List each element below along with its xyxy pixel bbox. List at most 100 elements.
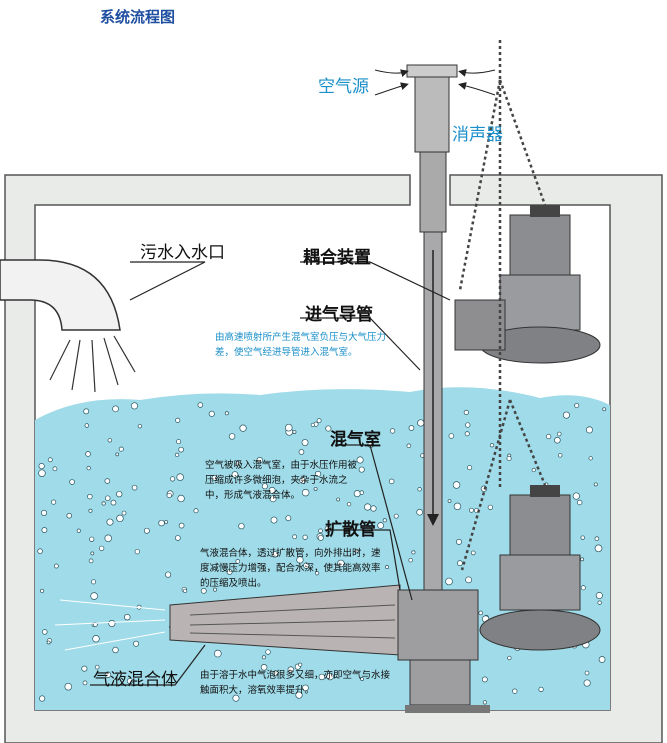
bubble <box>88 558 94 564</box>
bubble <box>481 676 488 683</box>
bubble <box>556 431 562 437</box>
bubble <box>336 497 341 502</box>
bubble <box>354 548 359 554</box>
bubble <box>66 512 73 519</box>
bubble <box>175 417 181 423</box>
bubble <box>411 550 416 555</box>
bubble <box>456 560 463 567</box>
bubble <box>176 473 184 481</box>
bubble <box>557 453 563 458</box>
bubble <box>489 443 495 448</box>
bubble <box>91 579 97 585</box>
bubble <box>388 478 395 485</box>
bubble <box>298 449 305 455</box>
bubble <box>134 548 141 555</box>
bubble <box>482 700 487 705</box>
bubble <box>208 410 215 417</box>
bubble <box>470 550 476 556</box>
bubble <box>295 691 303 699</box>
bubble <box>302 684 309 692</box>
bubble <box>545 433 552 440</box>
bubble <box>465 576 472 584</box>
bubble <box>576 499 583 506</box>
bubble <box>594 536 600 542</box>
bubble <box>105 495 111 501</box>
label-air-source: 空气源 <box>318 77 369 97</box>
bubble <box>452 481 461 489</box>
bubble <box>296 556 304 564</box>
label-intake-pipe: 进气导管 <box>305 305 373 325</box>
label-silencer: 消声器 <box>452 125 503 145</box>
bubble <box>76 528 81 533</box>
bubble <box>270 516 278 524</box>
bubble <box>224 411 229 416</box>
bubble <box>226 568 233 575</box>
bubble <box>360 677 365 681</box>
note-diffuser: 气液混合体，透过扩散管，向外排出时，速度减慢压力增强，配合水深，使其能高效率的压… <box>200 548 381 589</box>
bubble <box>417 487 422 492</box>
bubble <box>213 587 218 592</box>
bubble <box>408 557 413 563</box>
bubble <box>358 466 365 473</box>
bubble <box>174 452 180 458</box>
silencer-cap <box>406 64 458 78</box>
bubble <box>464 431 470 437</box>
pump-upper <box>454 205 601 364</box>
bubble <box>456 538 462 545</box>
bubble <box>40 588 45 593</box>
bubble <box>317 534 324 541</box>
bubble <box>116 514 124 523</box>
bubble <box>588 456 593 461</box>
bubble <box>261 655 266 660</box>
bubble <box>232 694 240 702</box>
tank-wall <box>4 174 663 743</box>
label-diffuser: 扩散管 <box>325 520 376 540</box>
bubble <box>313 486 318 491</box>
note-mixing: 空气被吸入混气室，由于水压作用被压缩成许多微细泡，夹杂于水流之中，形成气液混合体… <box>205 460 358 501</box>
bubble <box>131 484 138 491</box>
bubble <box>303 562 310 569</box>
bubble <box>118 446 124 452</box>
bubble <box>269 495 277 503</box>
bubble <box>562 411 570 419</box>
bubble <box>38 469 46 477</box>
bubble <box>83 408 90 415</box>
bubble <box>41 527 48 533</box>
bubble <box>580 535 585 540</box>
bubble <box>126 677 134 685</box>
bubble <box>106 518 114 526</box>
bubble <box>166 492 172 499</box>
bubble <box>69 479 75 485</box>
bubble <box>38 463 45 470</box>
bubble <box>417 419 425 427</box>
bubble <box>572 492 580 500</box>
bubble <box>416 508 424 516</box>
bubble <box>406 443 412 449</box>
bubble <box>585 426 593 434</box>
bubble <box>116 490 123 498</box>
bubble <box>235 461 241 467</box>
bubble <box>554 436 561 444</box>
bubble <box>81 665 88 672</box>
bubble <box>178 446 184 453</box>
inlet-spray <box>49 335 136 393</box>
bubble <box>89 536 95 542</box>
bubble <box>164 520 169 524</box>
bubble <box>364 503 372 511</box>
bubble <box>302 534 308 540</box>
mixing-chamber <box>397 589 479 661</box>
bubble <box>292 430 297 435</box>
bubble <box>326 672 334 681</box>
bubble <box>94 664 100 670</box>
bubble <box>531 467 536 473</box>
bubble <box>178 522 185 529</box>
bubble <box>104 534 112 543</box>
bubble <box>370 505 377 512</box>
bubble <box>82 680 88 686</box>
bubble <box>314 470 322 478</box>
bubble <box>169 476 176 482</box>
bubble <box>231 471 239 478</box>
bubble <box>238 522 245 530</box>
bubble <box>104 671 112 678</box>
